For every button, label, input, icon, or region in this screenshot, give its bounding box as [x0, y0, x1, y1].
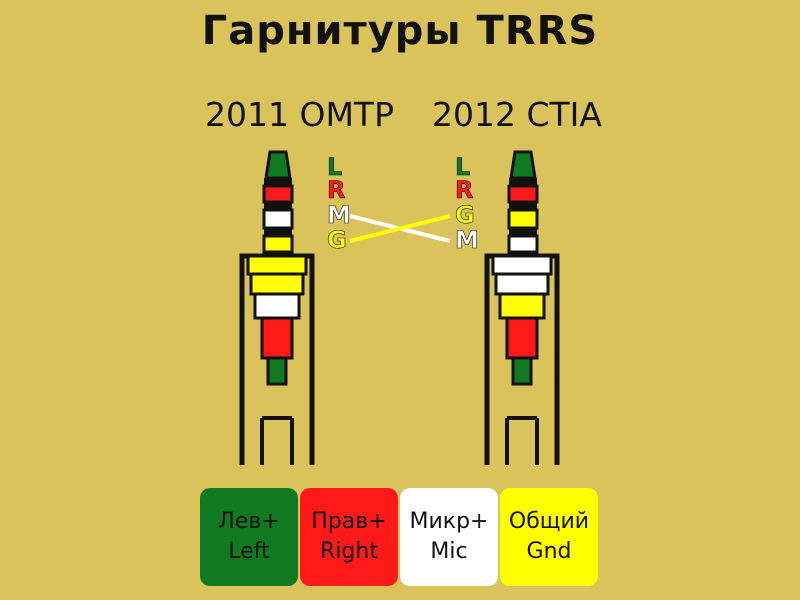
ctia-yellow-block — [498, 292, 546, 320]
legend-mic-en: Mic — [430, 539, 468, 564]
omtp-pin-label-g: G — [327, 226, 347, 254]
omtp-mic-ring — [262, 208, 294, 230]
ctia-red-block — [505, 316, 539, 360]
omtp-pin-label-r: R — [327, 176, 345, 204]
legend-ground-en: Gnd — [526, 539, 572, 564]
ground-cross-line — [349, 214, 451, 243]
ctia-mic-sleeve — [507, 234, 539, 254]
omtp-pin-label-m: M — [327, 201, 351, 229]
omtp-standard-label: 2011 OMTP — [205, 95, 394, 134]
legend-left-ru: Лев+ — [218, 509, 280, 534]
legend-left-channel: Лев+ Left — [200, 488, 298, 586]
ctia-plug — [484, 150, 560, 465]
omtp-plug — [239, 150, 315, 465]
omtp-white-block — [253, 292, 301, 320]
legend-ground: Общий Gnd — [500, 488, 598, 586]
ctia-white-block — [494, 272, 550, 296]
legend-left-en: Left — [228, 539, 270, 564]
ctia-insulator — [509, 228, 537, 236]
omtp-insulator — [264, 202, 292, 210]
page-title: Гарнитуры TRRS — [201, 8, 599, 54]
ctia-pin-label-r: R — [455, 176, 473, 204]
omtp-yellow-block — [249, 272, 305, 296]
ctia-collar — [491, 254, 553, 276]
ctia-standard-label: 2012 CTIA — [432, 95, 602, 134]
omtp-tip-left-segment — [264, 150, 292, 180]
omtp-right-ring — [262, 184, 294, 204]
omtp-green-block — [266, 356, 288, 386]
legend-right-channel: Прав+ Right — [300, 488, 398, 586]
ctia-ground-ring — [507, 208, 539, 230]
ctia-tip-left-segment — [509, 150, 537, 180]
ctia-green-block — [511, 356, 533, 386]
ctia-cable — [505, 416, 539, 465]
omtp-insulator — [264, 178, 292, 186]
legend-mic-ru: Микр+ — [409, 509, 489, 534]
ctia-pin-label-m: M — [455, 226, 479, 254]
legend-ground-ru: Общий — [508, 509, 590, 534]
legend-right-en: Right — [320, 539, 378, 564]
ctia-insulator — [509, 202, 537, 210]
ctia-pin-label-l: L — [455, 153, 470, 181]
legend-mic: Микр+ Mic — [400, 488, 498, 586]
omtp-insulator — [264, 228, 292, 236]
omtp-pin-label-l: L — [327, 153, 342, 181]
legend-right-ru: Прав+ — [311, 509, 387, 534]
omtp-cable — [260, 416, 294, 465]
ctia-insulator — [509, 178, 537, 186]
omtp-collar — [246, 254, 308, 276]
omtp-ground-sleeve — [262, 234, 294, 254]
omtp-red-block — [260, 316, 294, 360]
ctia-pin-label-g: G — [455, 201, 475, 229]
ctia-right-ring — [507, 184, 539, 204]
